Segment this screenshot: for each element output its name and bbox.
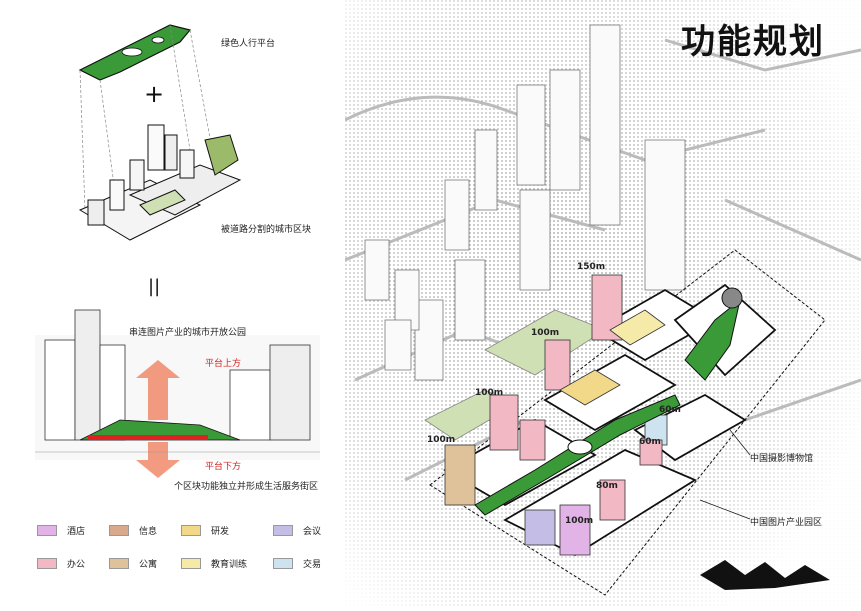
legend-item: 交易 — [273, 557, 321, 570]
height-label: 60m — [639, 437, 661, 447]
program-buildings — [444, 274, 668, 556]
legend-item: 酒店 — [37, 524, 85, 537]
legend-item: 教育训练 — [181, 557, 247, 570]
equals-symbol: || — [148, 276, 161, 297]
legend-swatch — [37, 558, 57, 569]
plus-symbol: + — [144, 80, 165, 108]
green-walkway — [474, 394, 681, 516]
walkway-void — [567, 439, 593, 455]
height-label: 100m — [565, 516, 594, 526]
museum-dome — [721, 287, 743, 309]
height-label: 60m — [659, 405, 681, 415]
architect-logo — [700, 560, 830, 590]
legend-item: 公寓 — [109, 557, 157, 570]
museum-annotation: 中国摄影博物馆 — [750, 454, 814, 464]
step2-label: 被道路分割的城市区块 — [221, 225, 312, 235]
left-diagram — [35, 24, 320, 478]
legend-swatch — [109, 525, 129, 536]
legend-item: 信息 — [109, 524, 157, 537]
height-label: 100m — [531, 328, 560, 338]
above-label: 平台上方 — [205, 359, 242, 369]
height-label: 150m — [577, 262, 606, 272]
arrow-up-icon — [136, 360, 180, 420]
legend-item: 办公 — [37, 557, 85, 570]
step1-label: 绿色人行平台 — [221, 39, 276, 49]
section-diagram — [35, 309, 320, 478]
page-title: 功能规划 — [681, 22, 825, 62]
below-label: 平台下方 — [205, 462, 242, 472]
legend-item: 会议 — [273, 524, 321, 537]
bottom-caption: 个区块功能独立并形成生活服务街区 — [174, 482, 319, 492]
city-blocks — [78, 124, 242, 241]
legend-swatch — [273, 525, 293, 536]
result-label: 串连图片产业的城市开放公园 — [129, 328, 247, 338]
legend-swatch — [181, 525, 201, 536]
left-panel: 绿色人行平台 + 被道路分割的城市区块 || 串连图片产业的城市开放公园 平台上… — [0, 0, 345, 607]
right-panel: 功能规划 150m 100m 100m 100m 60m 60m 80m 100… — [345, 0, 861, 607]
park-annotation: 中国图片产业园区 — [750, 518, 823, 528]
museum-green — [684, 298, 741, 381]
legend-item: 研发 — [181, 524, 229, 537]
legend-swatch — [273, 558, 293, 569]
legend-swatch — [181, 558, 201, 569]
height-label: 100m — [475, 388, 504, 398]
legend-swatch — [37, 525, 57, 536]
height-label: 80m — [596, 481, 618, 491]
master-plan-map — [345, 0, 861, 607]
arrow-down-icon — [136, 442, 180, 478]
legend-swatch — [109, 558, 129, 569]
height-label: 100m — [427, 435, 456, 445]
context-towers — [364, 24, 686, 381]
